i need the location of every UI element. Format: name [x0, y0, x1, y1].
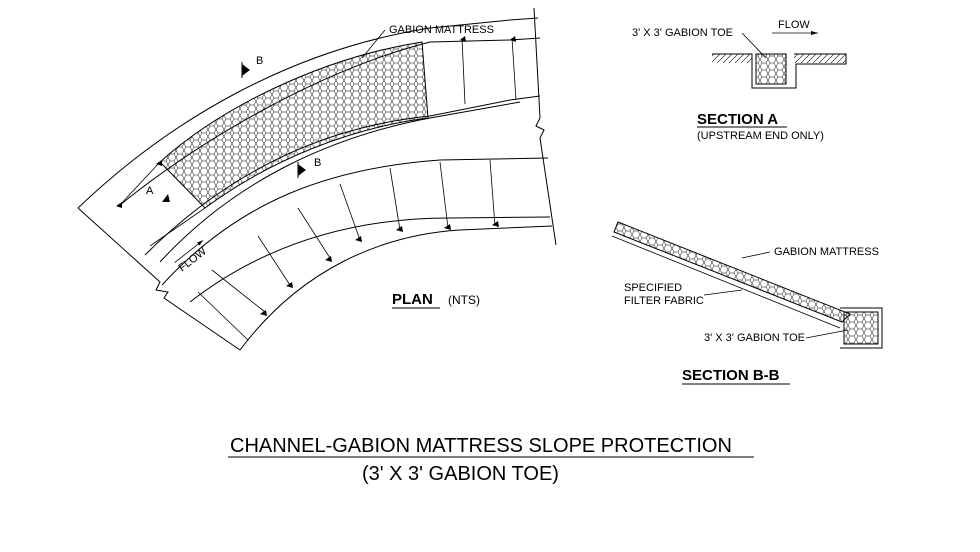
section-cut-a-marker: A [146, 185, 170, 202]
section-cut-b-marker-bottom: B [297, 157, 321, 178]
section-bb-toe-label: 3' X 3' GABION TOE [704, 332, 805, 344]
section-a-gabion-toe [755, 53, 787, 85]
section-a-ground-left [712, 54, 752, 63]
drawing-title-block: CHANNEL-GABION MATTRESS SLOPE PROTECTION… [228, 435, 754, 485]
toe-anchor-mark [260, 310, 267, 316]
drawing-title-line1: CHANNEL-GABION MATTRESS SLOPE PROTECTION [230, 435, 732, 457]
section-bb-title: SECTION B-B [682, 367, 780, 384]
section-cut-b-arrow-bottom [298, 164, 306, 176]
upper-joint-line [117, 161, 161, 208]
lower-bank-top-line [161, 157, 549, 286]
section-a-view: 3' X 3' GABION TOE FLOW SECTION A (UPSTR… [632, 19, 847, 142]
lower-joint-line [389, 167, 401, 231]
lower-joint-line [257, 235, 291, 286]
upper-bank-toe-line [119, 37, 541, 206]
section-bb-filter-leader [703, 289, 743, 296]
lower-joint-line [297, 207, 331, 259]
section-a-ground-right [794, 54, 846, 63]
upper-bank-outer-edge [77, 17, 539, 209]
lower-bank-outer-edge [239, 225, 553, 351]
toe-anchor-mark [396, 226, 403, 232]
section-a-toe-leader [741, 32, 767, 59]
section-bb-toe-outline [840, 307, 883, 349]
plan-title: PLAN [392, 291, 433, 308]
lower-joint-line [439, 161, 449, 229]
plan-flow-label: FLOW [176, 245, 209, 274]
plan-note: (NTS) [448, 293, 480, 307]
section-a-toe-label: 3' X 3' GABION TOE [632, 27, 733, 39]
toe-anchor-mark [355, 236, 362, 242]
section-bb-mattress-slope [613, 221, 851, 323]
toe-anchor-mark [286, 282, 293, 288]
lower-joint-line [211, 269, 266, 313]
upper-bank-top-line [144, 95, 541, 256]
section-cut-b-marker-top: B [241, 55, 263, 78]
lower-joint-line [339, 183, 361, 241]
toe-anchor-mark [492, 221, 499, 227]
section-bb-filter-label-2: FILTER FABRIC [624, 295, 704, 307]
section-bb-gabion-toe [843, 311, 879, 345]
toe-anchor-mark [116, 202, 122, 208]
lower-joint-line [197, 291, 249, 341]
section-cut-b-label-top: B [256, 55, 263, 67]
section-bb-mattress-label: GABION MATTRESS [774, 246, 879, 258]
toe-anchor-mark [444, 224, 451, 230]
plan-flow-arrowhead [197, 240, 203, 246]
plan-gabion-leader [361, 29, 386, 59]
section-cut-a-arrow [162, 194, 170, 202]
plan-flow-indicator: FLOW [174, 240, 209, 274]
toe-anchor-mark [460, 36, 466, 42]
plan-gabion-mattress-area [159, 41, 429, 209]
section-a-ground-profile [712, 53, 847, 89]
right-edge-break-line [533, 7, 557, 246]
section-a-flow-label: FLOW [778, 19, 810, 31]
toe-anchor-mark [510, 36, 516, 42]
section-cut-b-label-bottom: B [314, 157, 321, 169]
plan-view: A B B GABION MATTRESS FLOW PLAN (NTS) [77, 7, 557, 351]
section-a-subtitle: (UPSTREAM END ONLY) [697, 130, 824, 142]
section-bb-mattress-leader [741, 251, 771, 259]
lower-joint-line [489, 159, 496, 227]
section-bb-filter-label-1: SPECIFIED [624, 282, 682, 294]
upper-joint-line [149, 207, 206, 247]
toe-anchor-mark [325, 256, 332, 262]
upper-joint-line [511, 37, 517, 101]
toe-anchor-marks [116, 36, 516, 316]
section-cut-a-label: A [146, 185, 154, 197]
upper-joint-line [461, 37, 466, 105]
drawing-title-line2: (3' X 3' GABION TOE) [362, 463, 559, 485]
section-bb-filter-fabric [611, 235, 841, 329]
plan-gabion-label: GABION MATTRESS [389, 24, 494, 36]
lower-bank-toe-line [189, 216, 551, 303]
section-bb-toe-leader [805, 329, 849, 339]
toe-anchor-mark [156, 160, 162, 166]
upper-bank-inner-edge [159, 101, 521, 263]
section-a-flow-arrowhead [811, 31, 818, 35]
section-bb-view: GABION MATTRESS SPECIFIED FILTER FABRIC … [611, 221, 883, 385]
section-a-title: SECTION A [697, 111, 778, 128]
section-cut-b-arrow-top [242, 64, 250, 76]
left-edge-break-line [77, 207, 241, 351]
